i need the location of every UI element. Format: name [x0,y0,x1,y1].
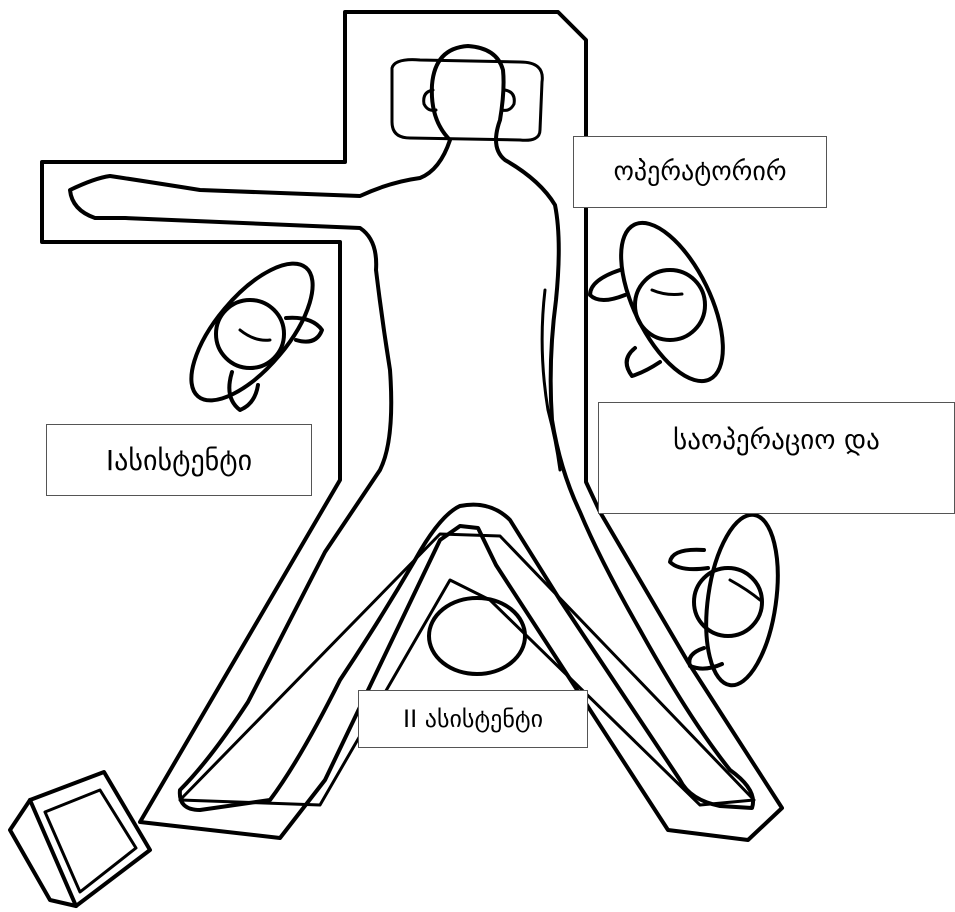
first-assistant [170,245,333,420]
second-assistant-head [429,598,525,674]
pillow [392,60,542,141]
scrub-nurse [670,510,788,690]
label-second-assistant: II ასისტენტი [358,690,588,748]
label-first-assistant: Iასისტენტი [46,424,312,496]
label-operator: ოპერატორირ [573,136,827,208]
operator [590,208,744,396]
monitor [10,772,150,906]
label-scrub-nurse: საოპერაციო და [598,402,955,514]
